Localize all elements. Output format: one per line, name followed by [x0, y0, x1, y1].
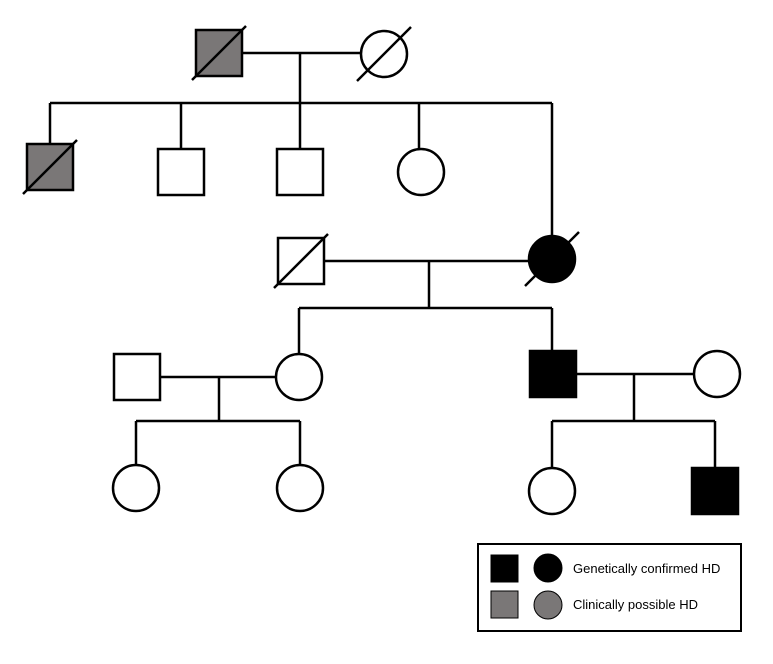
male-gen2-son-2	[156, 147, 206, 197]
female-gen2-daughter-1	[396, 147, 446, 197]
female-gen3-daughter-in-law	[692, 349, 742, 399]
male-gen3-son-in-law	[112, 352, 162, 402]
male-gen4-grandson	[690, 466, 740, 516]
legend-confirmed-square	[490, 554, 519, 583]
deceased-slash-gen1-father	[191, 25, 247, 81]
legend-possible-square	[490, 590, 519, 619]
male-gen3-son	[528, 349, 578, 399]
deceased-slash-gen2-husband	[273, 233, 329, 289]
female-gen3-daughter	[274, 352, 324, 402]
legend-confirmed-circle	[533, 553, 563, 583]
female-gen4-granddaughter-3	[527, 466, 577, 516]
deceased-slash-gen1-mother	[356, 26, 412, 82]
pedigree-lines	[48, 51, 717, 468]
legend-box: Genetically confirmed HD Clinically poss…	[477, 543, 742, 632]
pedigree-symbols	[22, 25, 742, 516]
deceased-slash-gen2-daughter-2	[524, 231, 580, 287]
female-gen4-granddaughter-2	[275, 463, 325, 513]
deceased-slash-gen2-son-1	[22, 139, 78, 195]
male-gen2-son-3	[275, 147, 325, 197]
legend-frame	[477, 543, 742, 632]
legend-possible-circle	[533, 590, 563, 620]
legend-confirmed-label: Genetically confirmed HD	[573, 561, 720, 576]
female-gen4-granddaughter-1	[111, 463, 161, 513]
legend-possible-label: Clinically possible HD	[573, 597, 698, 612]
